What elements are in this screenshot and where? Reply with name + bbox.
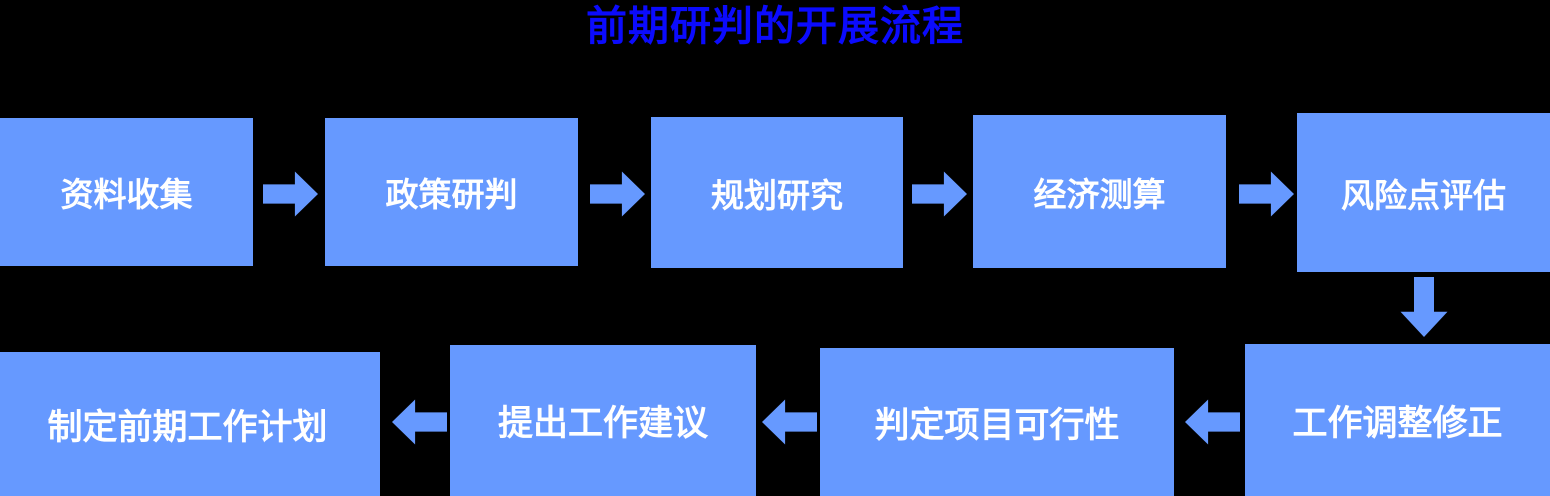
arrow-right-icon <box>590 170 645 218</box>
flow-node-label: 判定项目可行性 <box>874 405 1120 445</box>
flow-node-node-2[interactable]: 政策研判 <box>325 118 578 266</box>
arrow-right-icon <box>1239 170 1294 218</box>
flow-node-node-8[interactable]: 提出工作建议 <box>450 345 756 496</box>
arrow-left-icon <box>392 398 447 446</box>
arrow-right-icon <box>263 170 318 218</box>
arrow-left-icon <box>1185 398 1240 446</box>
flow-node-label: 工作调整修正 <box>1292 403 1503 443</box>
flow-node-node-3[interactable]: 规划研究 <box>651 117 903 268</box>
flow-node-label: 提出工作建议 <box>497 404 708 443</box>
flow-node-node-1[interactable]: 资料收集 <box>0 118 253 266</box>
arrow-right-icon <box>912 170 967 218</box>
flow-node-label: 政策研判 <box>385 176 518 213</box>
flow-node-node-9[interactable]: 制定前期工作计划 <box>0 352 380 496</box>
arrow-left-icon <box>762 398 817 446</box>
flow-node-node-5[interactable]: 风险点评估 <box>1297 113 1550 272</box>
flow-node-node-4[interactable]: 经济测算 <box>973 115 1226 268</box>
flow-node-label: 制定前期工作计划 <box>47 407 328 447</box>
flow-node-label: 资料收集 <box>60 176 193 213</box>
flow-node-label: 经济测算 <box>1033 175 1166 213</box>
arrow-down-icon <box>1399 277 1449 337</box>
flow-node-node-6[interactable]: 工作调整修正 <box>1245 344 1550 496</box>
flow-node-label: 风险点评估 <box>1341 176 1506 214</box>
flow-node-node-7[interactable]: 判定项目可行性 <box>820 348 1174 496</box>
page-title: 前期研判的开展流程 <box>586 3 964 49</box>
flow-node-label: 规划研究 <box>711 176 843 214</box>
